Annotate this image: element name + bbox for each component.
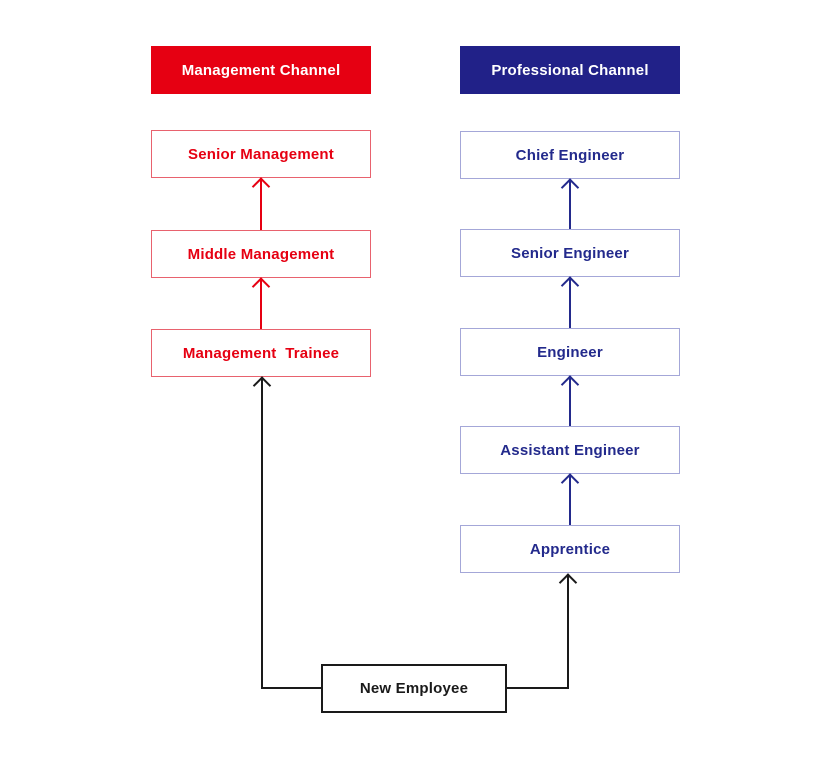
arrow-line [261, 378, 263, 689]
arrow-head-icon [560, 276, 580, 295]
level-box-apprentice: Apprentice [460, 525, 680, 573]
level-box-senior-engineer: Senior Engineer [460, 229, 680, 277]
arrow-up-icon [249, 277, 273, 329]
arrow-head-icon [252, 376, 272, 395]
level-box-assistant-engineer: Assistant Engineer [460, 426, 680, 474]
arrow-line [569, 377, 571, 426]
arrow-head-icon [560, 473, 580, 492]
entry-box-new-employee: New Employee [321, 664, 507, 713]
arrow-line [260, 179, 262, 230]
arrow-line [569, 278, 571, 328]
connector-line-right [507, 687, 568, 689]
arrow-head-icon [558, 573, 578, 592]
arrow-up-icon [558, 375, 582, 426]
connector-line-left [262, 687, 321, 689]
level-box-chief-engineer: Chief Engineer [460, 131, 680, 179]
arrow-line [569, 475, 571, 525]
level-box-middle-management: Middle Management [151, 230, 371, 278]
level-box-engineer: Engineer [460, 328, 680, 376]
professional-channel-header: Professional Channel [460, 46, 680, 94]
arrow-up-icon [558, 178, 582, 229]
arrow-head-icon [251, 177, 271, 196]
arrow-head-icon [560, 375, 580, 394]
arrow-up-icon [556, 573, 580, 689]
arrow-up-icon [249, 177, 273, 230]
management-channel-header: Management Channel [151, 46, 371, 94]
level-box-management-trainee: Management Trainee [151, 329, 371, 377]
arrow-head-icon [251, 277, 271, 296]
arrow-up-icon [558, 473, 582, 525]
arrow-line [260, 279, 262, 329]
arrow-up-icon [558, 276, 582, 328]
arrow-line [567, 575, 569, 689]
arrow-line [569, 180, 571, 229]
arrow-up-icon [250, 376, 274, 689]
arrow-head-icon [560, 178, 580, 197]
level-box-senior-management: Senior Management [151, 130, 371, 178]
